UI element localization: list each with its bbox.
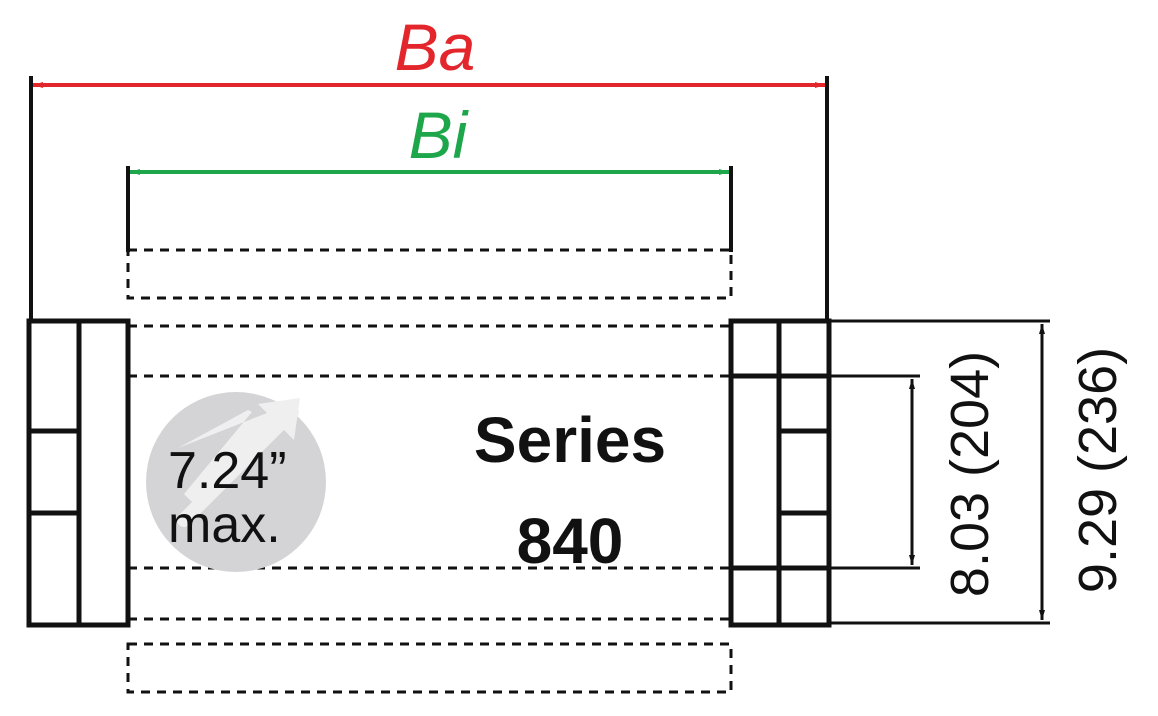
outer-width-dimension: Ba: [29, 10, 829, 322]
max-suffix-text: max.: [168, 496, 281, 554]
dashed-segment-bottom: [126, 642, 733, 694]
inner-width-label: Bi: [409, 98, 470, 172]
inner-height-dimension: 8.03 (204): [829, 351, 1000, 597]
dashed-segment-top: [126, 248, 733, 300]
right-side-plate: [728, 318, 832, 628]
series-name-text: Series: [474, 404, 666, 476]
left-side-plate: [26, 318, 131, 628]
inner-width-dimension: Bi: [126, 98, 733, 252]
series-label: Series 840: [474, 404, 666, 577]
outer-height-label: 9.29 (236): [1068, 347, 1128, 593]
max-clearance-badge: 7.24” max.: [146, 392, 326, 572]
series-number-text: 840: [517, 505, 624, 577]
outer-width-label: Ba: [395, 10, 476, 84]
diagonal-arrow-badge-icon: [146, 392, 326, 572]
outer-height-dimension: 9.29 (236): [829, 319, 1128, 625]
max-value-text: 7.24”: [168, 442, 287, 500]
inner-height-label: 8.03 (204): [940, 351, 1000, 597]
